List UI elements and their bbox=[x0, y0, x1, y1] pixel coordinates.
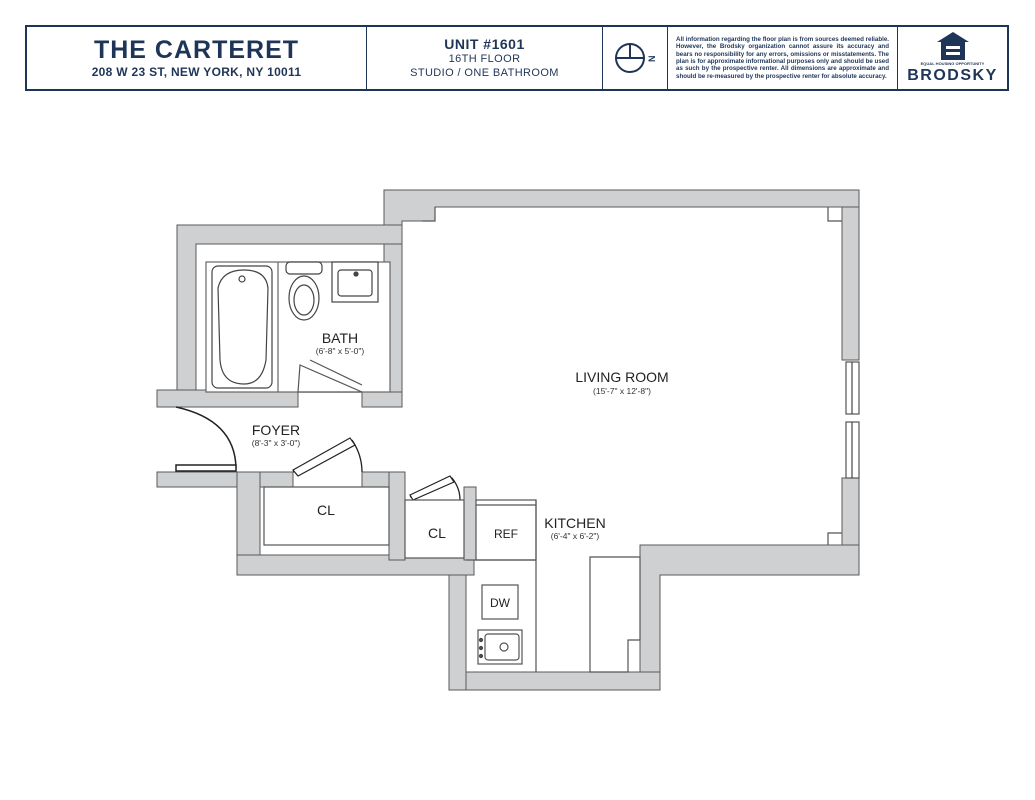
header: THE CARTERET 208 W 23 ST, NEW YORK, NY 1… bbox=[25, 25, 1009, 91]
unit-layout: STUDIO / ONE BATHROOM bbox=[410, 67, 559, 79]
wall-closet1-top bbox=[259, 471, 294, 488]
living-room-dims: (15'-7" x 12'-8") bbox=[593, 386, 651, 396]
toilet-icon bbox=[285, 261, 323, 275]
wall-living-top bbox=[383, 189, 860, 263]
dishwasher-box bbox=[481, 584, 519, 620]
logo-block: EQUAL HOUSING OPPORTUNITY BRODSKY bbox=[898, 27, 1007, 89]
refrigerator-label: REF bbox=[494, 527, 518, 541]
kitchen-label: KITCHEN bbox=[544, 515, 605, 531]
closet2-box bbox=[404, 499, 465, 559]
disclaimer-text: All information regarding the floor plan… bbox=[676, 35, 889, 80]
closet1-box bbox=[263, 486, 390, 546]
closet2-label: CL bbox=[428, 525, 446, 541]
kitchen-dims: (6'-4" x 6'-2") bbox=[551, 531, 600, 541]
brand-logo: BRODSKY bbox=[907, 67, 998, 85]
fixtures bbox=[175, 207, 860, 673]
wall-living-right-upper bbox=[841, 206, 860, 361]
living-room-label: LIVING ROOM bbox=[575, 369, 668, 385]
wall-kitchen-left bbox=[448, 571, 467, 691]
building-block: THE CARTERET 208 W 23 ST, NEW YORK, NY 1… bbox=[27, 27, 367, 89]
compass-north-label: N bbox=[647, 56, 657, 63]
closet1-label: CL bbox=[317, 502, 335, 518]
equal-housing-icon bbox=[936, 31, 969, 60]
unit-floor: 16TH FLOOR bbox=[448, 53, 521, 65]
compass-icon: N bbox=[615, 43, 657, 73]
building-address: 208 W 23 ST, NEW YORK, NY 10011 bbox=[91, 65, 302, 79]
bath-dims: (6'-8" x 5'-0") bbox=[316, 346, 365, 356]
dishwasher-label: DW bbox=[490, 596, 511, 610]
equal-housing-text: EQUAL HOUSING OPPORTUNITY bbox=[920, 60, 985, 66]
wall-kitchen-bottom bbox=[448, 671, 661, 691]
disclaimer-block: All information regarding the floor plan… bbox=[668, 27, 898, 89]
wall-bath-bottom-right bbox=[361, 391, 403, 408]
foyer-label: FOYER bbox=[252, 422, 300, 438]
entry-door-icon bbox=[175, 406, 237, 469]
refrigerator-box bbox=[475, 499, 537, 561]
wall-closet-divider bbox=[388, 471, 406, 561]
kitchen-partition bbox=[589, 556, 641, 673]
wall-right-notch bbox=[639, 544, 860, 691]
wall-closet2-right bbox=[463, 486, 477, 561]
foyer-dims: (8'-3" x 3'-0") bbox=[252, 438, 301, 448]
bath-label: BATH bbox=[322, 330, 358, 346]
unit-block: UNIT #1601 16TH FLOOR STUDIO / ONE BATHR… bbox=[367, 27, 603, 89]
compass-block: N bbox=[603, 27, 668, 89]
bath-door-icon bbox=[297, 364, 363, 393]
unit-number: UNIT #1601 bbox=[444, 36, 525, 52]
building-name: THE CARTERET bbox=[93, 36, 300, 64]
